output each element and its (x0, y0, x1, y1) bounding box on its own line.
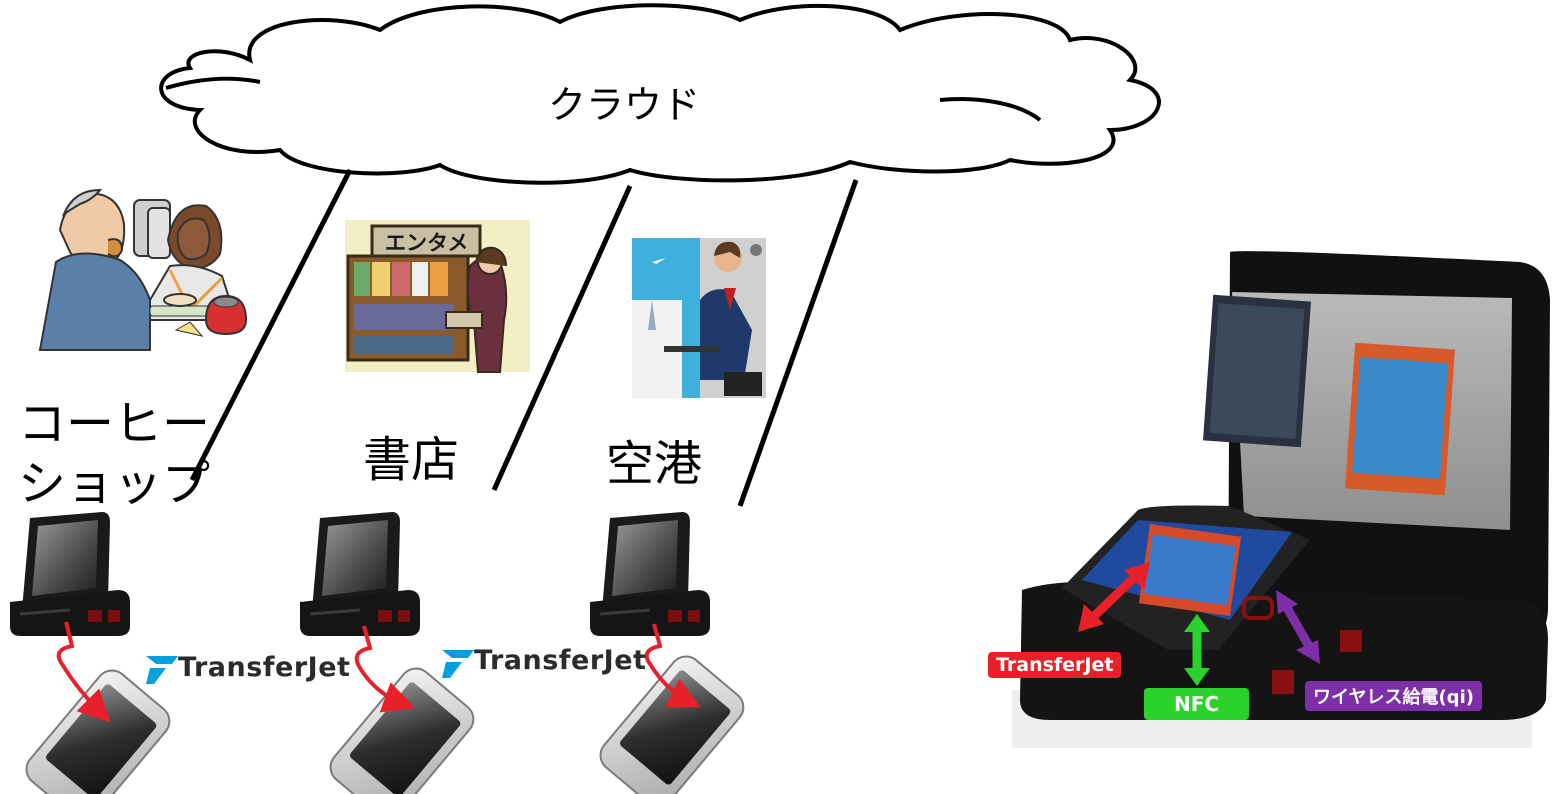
transferjet-logo-mark-1 (146, 656, 178, 684)
large-kiosk-device (1012, 251, 1550, 748)
bookstore-illustration: エンタメ (345, 220, 530, 373)
nfc-badge: NFC (1144, 688, 1250, 720)
transferjet-double-arrow (1078, 562, 1150, 632)
airport-businessman-illustration (632, 238, 766, 398)
transferjet-logo-text: TransferJet (178, 652, 351, 683)
transfer-arrow-airport (644, 623, 701, 708)
transferjet-logo-2: TransferJet (440, 645, 646, 676)
wireless-double-arrow (1276, 590, 1320, 664)
airport-label: 空港 (606, 436, 703, 492)
cloud-label: クラウド (548, 83, 701, 127)
coffee-shop-label-line1: コーヒー (18, 396, 211, 452)
wireless-charging-badge: ワイヤレス給電(qi) (1305, 681, 1482, 711)
nfc-double-arrow (1184, 614, 1210, 686)
cloud-shape (159, 3, 1161, 185)
transferjet-badge: TransferJet (988, 652, 1122, 678)
transferjet-logo-1: TransferJet (144, 652, 350, 683)
coffee-shop-label-line2: ショップ (18, 456, 211, 512)
connection-line-coffee (189, 168, 353, 482)
bookstore-label: 書店 (363, 432, 460, 488)
transferjet-logo-mark-2 (442, 650, 474, 678)
transferjet-logo-text: TransferJet (474, 645, 647, 676)
mini-kiosk-book (298, 510, 422, 638)
connection-line-book (491, 184, 633, 492)
transfer-arrow-book (354, 625, 416, 713)
transfer-arrow-coffee (56, 621, 111, 723)
mini-kiosk-coffee (8, 510, 132, 638)
coffee-shop-illustration (38, 188, 248, 351)
mini-kiosk-airport (588, 510, 712, 638)
connection-line-airport (737, 179, 859, 507)
svg-text:エンタメ: エンタメ (385, 231, 468, 255)
